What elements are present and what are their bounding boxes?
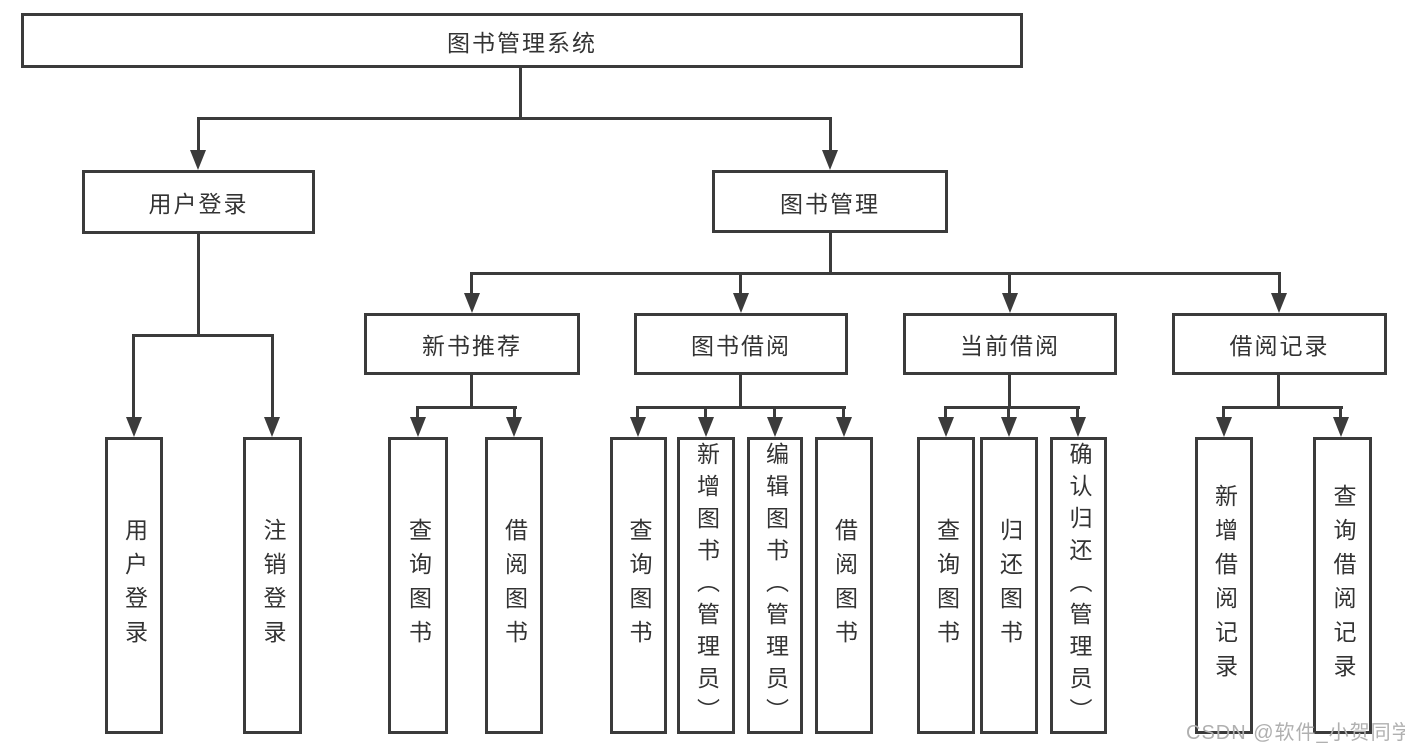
node-root-label: 图书管理系统 — [447, 29, 597, 56]
arrow-down-icon — [190, 150, 206, 170]
node-book-borrow: 图书借阅 — [634, 313, 848, 375]
leaf-user-login-label: 用户登录 — [121, 517, 148, 654]
arrow-down-icon — [464, 293, 480, 313]
connector-line — [1222, 406, 1225, 419]
connector-line — [739, 375, 742, 409]
leaf-current-query-book: 查询图书 — [917, 437, 975, 734]
connector-line — [773, 406, 776, 419]
leaf-logout: 注销登录 — [243, 437, 302, 734]
connector-line — [842, 406, 845, 419]
watermark: CSDN @软件_小贺同学 — [1186, 722, 1405, 744]
connector-line — [1076, 406, 1079, 419]
arrow-down-icon — [767, 417, 783, 437]
connector-line — [944, 406, 1080, 409]
connector-line — [704, 406, 707, 419]
node-borrow-record: 借阅记录 — [1172, 313, 1387, 375]
node-user-login: 用户登录 — [82, 170, 315, 234]
leaf-recommend-borrow-book: 借阅图书 — [485, 437, 543, 734]
arrow-down-icon — [1271, 293, 1287, 313]
connector-line — [132, 334, 135, 419]
connector-line — [1277, 375, 1280, 409]
leaf-add-borrow-record: 新增借阅记录 — [1195, 437, 1253, 734]
connector-line — [1278, 272, 1281, 295]
leaf-borrow-query-book-label: 查询图书 — [626, 517, 652, 654]
leaf-add-book-admin-label: 新增图书（管理员） — [693, 441, 720, 730]
leaf-borrow-book: 借阅图书 — [815, 437, 873, 734]
leaf-recommend-query-book-label: 查询图书 — [405, 517, 432, 654]
node-book-management-label: 图书管理 — [780, 190, 880, 217]
leaf-add-book-admin: 新增图书（管理员） — [677, 437, 735, 734]
leaf-recommend-query-book: 查询图书 — [388, 437, 448, 734]
arrow-down-icon — [938, 417, 954, 437]
leaf-confirm-return-admin-label: 确认归还（管理员） — [1066, 441, 1092, 730]
arrow-down-icon — [733, 293, 749, 313]
node-new-book-recommend-label: 新书推荐 — [422, 333, 522, 359]
connector-line — [1008, 375, 1011, 409]
node-book-borrow-label: 图书借阅 — [691, 333, 791, 359]
connector-line — [1008, 272, 1011, 295]
arrow-down-icon — [630, 417, 646, 437]
connector-line — [470, 272, 473, 295]
arrow-down-icon — [506, 417, 522, 437]
leaf-add-borrow-record-label: 新增借阅记录 — [1211, 483, 1238, 688]
arrow-down-icon — [698, 417, 714, 437]
connector-line — [470, 375, 473, 409]
connector-line — [944, 406, 947, 419]
connector-line — [470, 272, 1280, 275]
node-book-management: 图书管理 — [712, 170, 948, 233]
connector-line — [197, 117, 832, 120]
leaf-query-borrow-record-label: 查询借阅记录 — [1330, 483, 1356, 688]
leaf-logout-label: 注销登录 — [260, 517, 286, 654]
connector-line — [637, 406, 846, 409]
node-current-borrow-label: 当前借阅 — [960, 333, 1060, 359]
leaf-recommend-borrow-book-label: 借阅图书 — [501, 517, 528, 654]
connector-line — [1339, 406, 1342, 419]
arrow-down-icon — [1002, 293, 1018, 313]
leaf-confirm-return-admin: 确认归还（管理员） — [1050, 437, 1107, 734]
connector-line — [1222, 406, 1343, 409]
arrow-down-icon — [126, 417, 142, 437]
node-root: 图书管理系统 — [21, 13, 1023, 68]
leaf-return-book: 归还图书 — [980, 437, 1038, 734]
leaf-borrow-query-book: 查询图书 — [610, 437, 667, 734]
node-user-login-label: 用户登录 — [148, 191, 249, 217]
leaf-edit-book-admin: 编辑图书（管理员） — [747, 437, 803, 734]
arrow-down-icon — [410, 417, 426, 437]
connector-line — [416, 406, 419, 419]
connector-line — [416, 406, 517, 409]
arrow-down-icon — [1070, 417, 1086, 437]
connector-line — [829, 232, 832, 275]
leaf-borrow-book-label: 借阅图书 — [831, 517, 858, 654]
connector-line — [519, 68, 522, 120]
arrow-down-icon — [836, 417, 852, 437]
connector-line — [829, 117, 832, 152]
leaf-query-borrow-record: 查询借阅记录 — [1313, 437, 1372, 734]
arrow-down-icon — [1001, 417, 1017, 437]
leaf-current-query-book-label: 查询图书 — [933, 517, 960, 654]
connector-line — [1007, 406, 1010, 419]
node-current-borrow: 当前借阅 — [903, 313, 1117, 375]
connector-line — [197, 117, 200, 152]
arrow-down-icon — [264, 417, 280, 437]
arrow-down-icon — [1216, 417, 1232, 437]
arrow-down-icon — [822, 150, 838, 170]
node-new-book-recommend: 新书推荐 — [364, 313, 580, 375]
connector-line — [271, 334, 274, 419]
connector-line — [132, 334, 273, 337]
connector-line — [197, 234, 200, 337]
connector-line — [739, 272, 742, 295]
leaf-user-login: 用户登录 — [105, 437, 163, 734]
connector-line — [513, 406, 516, 419]
connector-line — [636, 406, 639, 419]
node-borrow-record-label: 借阅记录 — [1229, 333, 1330, 359]
leaf-edit-book-admin-label: 编辑图书（管理员） — [762, 441, 789, 730]
arrow-down-icon — [1333, 417, 1349, 437]
leaf-return-book-label: 归还图书 — [996, 517, 1023, 654]
